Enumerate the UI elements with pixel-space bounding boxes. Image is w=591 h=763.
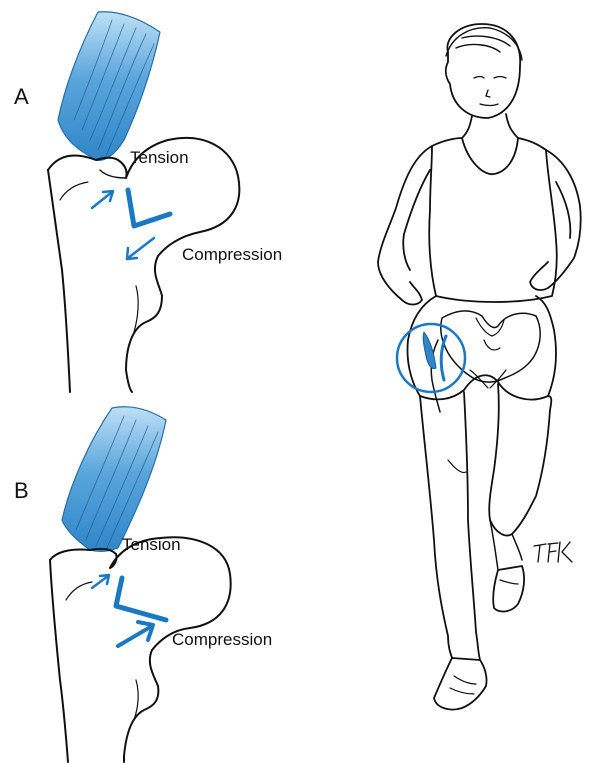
tension-label-a: Tension <box>130 148 189 168</box>
compression-label-a: Compression <box>182 245 282 265</box>
compression-arrow-b <box>118 626 152 646</box>
femur-b <box>50 407 231 762</box>
stress-arrows-a <box>92 190 170 259</box>
tension-arrow-b <box>92 576 108 588</box>
compression-label-b: Compression <box>172 630 272 650</box>
runner-right-shoe <box>493 566 524 611</box>
tension-label-b: Tension <box>122 535 181 555</box>
panel-label-a: A <box>14 84 29 110</box>
panel-label-b: B <box>14 478 29 504</box>
runner-torso <box>429 138 557 302</box>
runner-left-shoe <box>434 658 487 710</box>
runner-right-arm <box>530 150 581 290</box>
runner-left-arm <box>378 146 432 305</box>
runner-left-leg <box>420 392 480 660</box>
muscle-a <box>58 12 160 161</box>
muscle-b <box>62 407 166 552</box>
pelvis <box>441 311 540 382</box>
artist-signature <box>534 542 572 562</box>
femur-a <box>48 12 239 392</box>
runner-figure <box>378 24 581 710</box>
runner-right-leg <box>489 384 551 535</box>
chevron-a <box>128 190 170 226</box>
stress-arrows-b <box>92 575 166 646</box>
compression-arrow-a <box>128 238 154 258</box>
chevron-b <box>116 578 166 620</box>
